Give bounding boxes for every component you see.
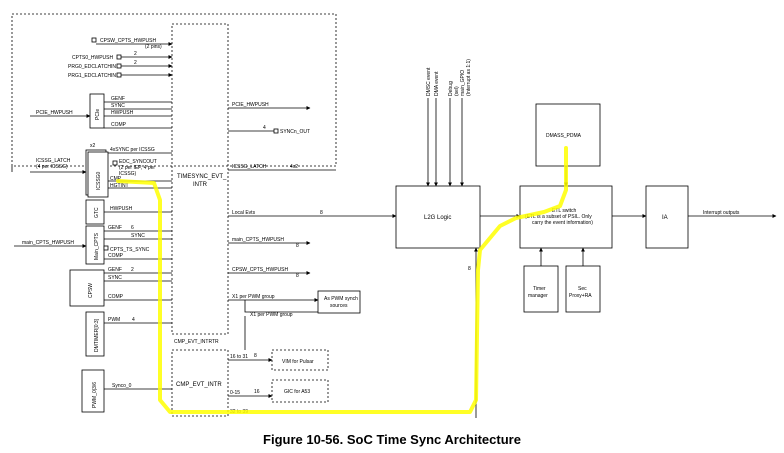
highlight-path (116, 146, 568, 414)
svg-text:(sel): (sel) (454, 86, 460, 96)
svg-text:CMP: CMP (110, 176, 122, 182)
svg-text:8: 8 (320, 210, 323, 216)
svg-text:x2: x2 (90, 143, 96, 149)
cpsw-cpts-hwpush-in-label: CPSW_CPTS_HWPUSH (100, 38, 157, 44)
svg-text:SYNC: SYNC (108, 275, 122, 281)
cmp-evt-block (171, 349, 229, 417)
etl-switch-block (519, 185, 613, 249)
svg-text:8: 8 (296, 243, 299, 249)
gic-block (271, 379, 329, 403)
pwm-block (81, 369, 105, 413)
svg-text:HWPUSH: HWPUSH (110, 206, 133, 212)
svg-text:8: 8 (254, 353, 257, 359)
svg-text:8: 8 (468, 266, 471, 272)
soc-boundary (11, 13, 337, 167)
svg-text:DMSC event: DMSC event (426, 67, 432, 96)
l2g-block (395, 185, 481, 249)
edc-syncout-label: EDC_SYNCOUT (2 per IEP, 4 per ICSSG) (119, 150, 161, 177)
svg-text:(Interrupt as 1:1): (Interrupt as 1:1) (466, 59, 472, 96)
svg-text:DMTIMER[0:3]: DMTIMER[0:3] (94, 318, 100, 352)
cpts0-hwpush-label: CPTS0_HWPUSH (72, 55, 114, 61)
icssg-latch-out-label: ICSSG_LATCH (232, 164, 267, 170)
svg-text:VIM for Pulsar: VIM for Pulsar (282, 359, 314, 365)
x1-pwm-group-label: X1 per PWM group (232, 294, 275, 300)
svg-text:2: 2 (134, 60, 137, 66)
dmtimer-block (85, 311, 105, 357)
main-cpts-hwpush-out-label: main_CPTS_HWPUSH (232, 237, 284, 243)
main-gpio-label: main_GPIO (460, 70, 466, 96)
svg-text:2: 2 (134, 51, 137, 57)
pwm-synch-label: As PWM synch sources (324, 287, 362, 309)
svg-text:16 to 31: 16 to 31 (230, 354, 248, 360)
cmp-evt-label: CMP_EVT_INTR (176, 382, 222, 388)
svg-text:4: 4 (132, 317, 135, 323)
svg-text:COMP: COMP (111, 122, 127, 128)
debug-label: Debug (448, 81, 454, 96)
svg-text:Synco_0: Synco_0 (112, 383, 132, 389)
svg-text:CPSW: CPSW (88, 283, 94, 298)
svg-text:GTC: GTC (94, 207, 100, 218)
ia-block (645, 185, 689, 249)
svg-text:16: 16 (254, 389, 260, 395)
cpsw-block (69, 269, 105, 307)
svg-text:8: 8 (296, 273, 299, 279)
svg-text:PCIe: PCIe (95, 109, 101, 120)
etl-switch-label: ETL switch (ETL is a subset of PSIL. Onl… (525, 199, 596, 226)
svg-text:HGTINT: HGTINT (110, 183, 129, 189)
interrupt-outputs-label: Interrupt outputs (703, 210, 740, 216)
pwm-synch-block (317, 290, 361, 314)
icssg-latch-label: ICSSG_LATCH (4 per ICSSG) (36, 149, 75, 170)
sec-proxy-block (565, 265, 601, 313)
svg-text:COMP: COMP (108, 294, 124, 300)
svg-text:PWM: PWM (108, 317, 120, 323)
svg-text:PWM_0|3/6: PWM_0|3/6 (92, 382, 98, 408)
pcie-hwpush-in-label: PCIE_HWPUSH (36, 110, 73, 116)
svg-text:4x2: 4x2 (290, 164, 298, 170)
svg-text:2: 2 (131, 267, 134, 273)
svg-text:ICSSG0: ICSSG0 (96, 171, 102, 190)
prg0-label: PRG0_EDCLATCHIN (68, 64, 116, 70)
vim-block (271, 349, 329, 371)
svg-text:CPTS_TS_SYNC: CPTS_TS_SYNC (110, 247, 150, 253)
svg-text:GENF: GENF (108, 267, 122, 273)
svg-text:4: 4 (263, 125, 266, 131)
svg-text:Main_CPTS: Main_CPTS (94, 232, 100, 260)
svg-text:L2G Logic: L2G Logic (424, 215, 451, 221)
timesync-block (171, 23, 229, 335)
prg1-label: PRG1_EDCLATCHIN (68, 73, 116, 79)
cpsw-cpts-hwpush-out-label: CPSW_CPTS_HWPUSH (232, 267, 289, 273)
main-cpts-hwpush-label: main_CPTS_HWPUSH (22, 240, 74, 246)
svg-text:HWPUSH: HWPUSH (111, 110, 134, 116)
svg-text:6: 6 (131, 225, 134, 231)
svg-text:GIC for A53: GIC for A53 (284, 389, 310, 395)
svg-text:COMP: COMP (108, 253, 124, 259)
sec-proxy-label: Sec Proxy+RA (569, 277, 592, 299)
svg-text:X1 per PWM group: X1 per PWM group (250, 312, 293, 318)
cmp-evt-intrtr-label: CMP_EVT_INTRTR (174, 339, 219, 345)
svg-text:SYNC: SYNC (131, 233, 145, 239)
two-pins-label: (2 pins) (145, 44, 162, 50)
timer-manager-label: Timer manager (528, 277, 550, 299)
svg-text:DMASS_PDMA: DMASS_PDMA (546, 133, 582, 139)
svg-text:DMA event: DMA event (434, 71, 440, 96)
timer-manager-block (523, 265, 559, 313)
timesync-label: TIMESYNC_EVT_ INTR (177, 165, 231, 188)
local-evts-label: Local Evts (232, 210, 256, 216)
svg-text:SYNC: SYNC (111, 103, 125, 109)
svg-text:0-15: 0-15 (230, 390, 240, 396)
svg-text:IA: IA (662, 215, 668, 221)
pcie-block (89, 93, 105, 129)
svg-text:GENF: GENF (111, 96, 125, 102)
syncn-out-label: SYNCn_OUT (280, 129, 310, 135)
svg-text:GENF: GENF (108, 225, 122, 231)
pcie-hwpush-out-label: PCIE_HWPUSH (232, 102, 269, 108)
svg-text:4xSYNC per ICSSG: 4xSYNC per ICSSG (110, 147, 155, 153)
figure-caption: Figure 10-56. SoC Time Sync Architecture (263, 432, 521, 447)
